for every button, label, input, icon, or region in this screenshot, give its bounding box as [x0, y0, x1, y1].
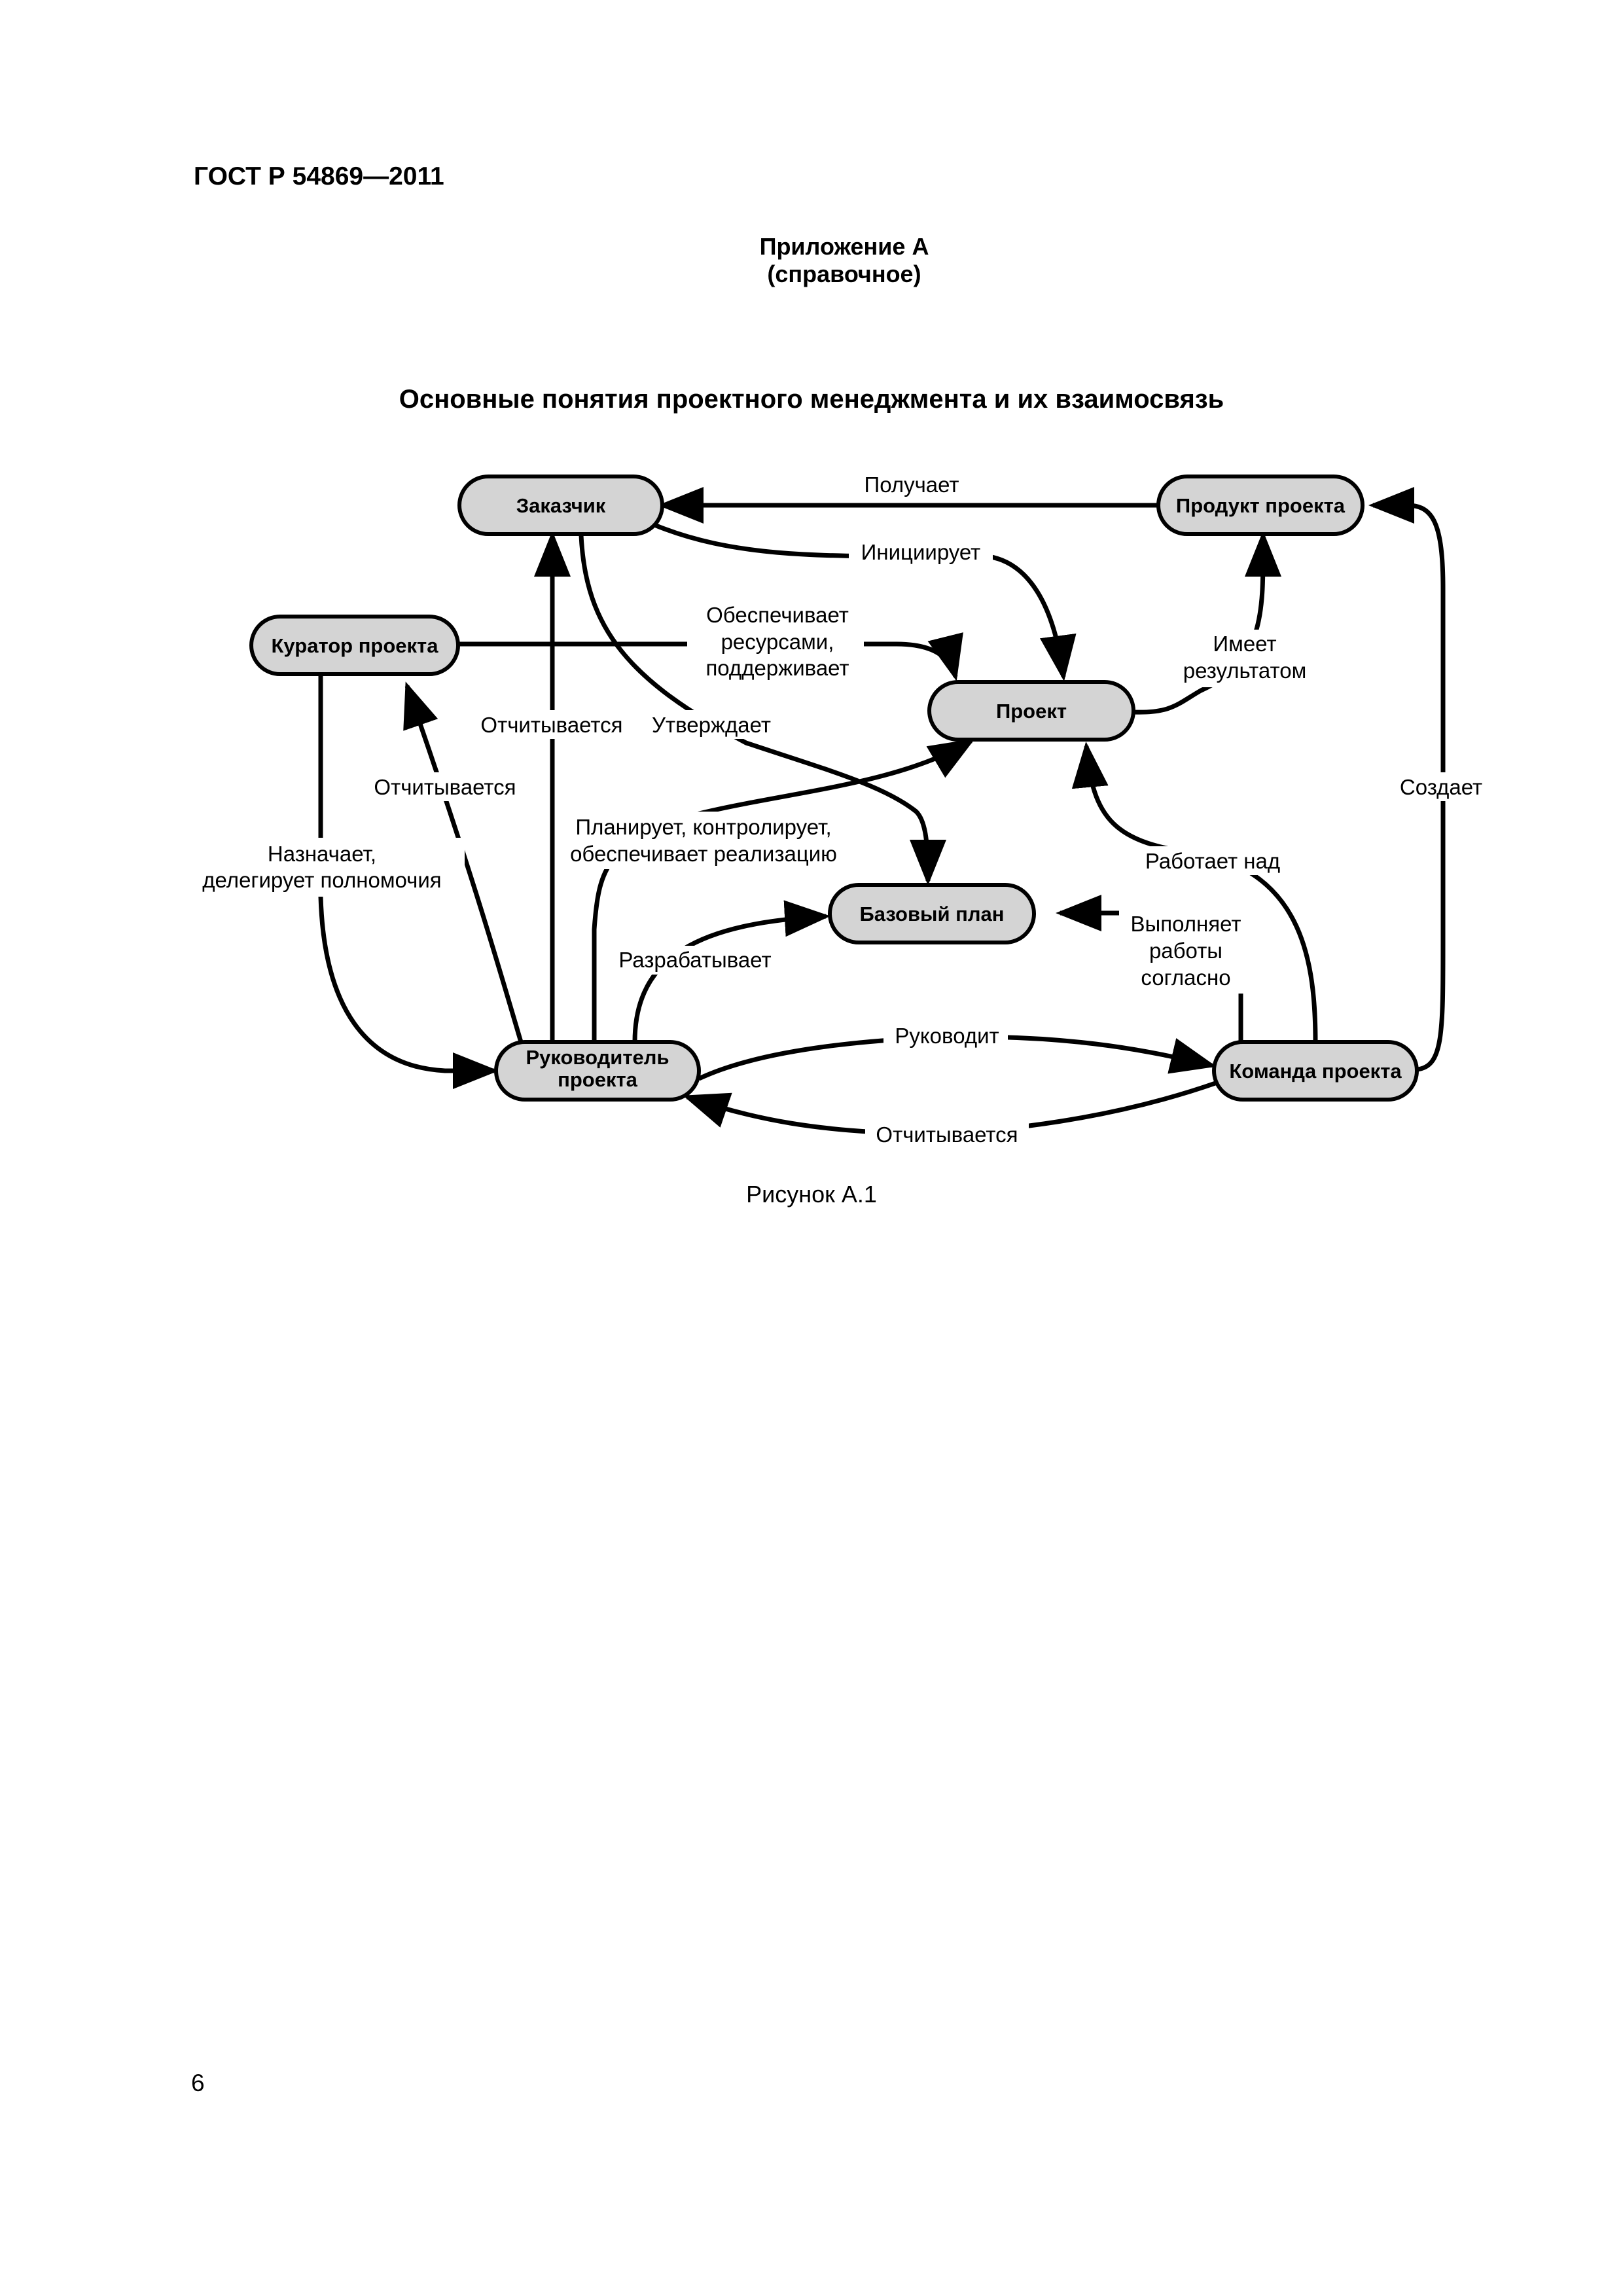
label-provides-3: поддерживает	[705, 656, 849, 680]
label-provides-1: Обеспечивает	[706, 603, 849, 627]
svg-text:Заказчик: Заказчик	[516, 494, 606, 517]
label-develops: Разрабатывает	[618, 948, 771, 972]
label-reports-customer: Отчитывается	[480, 713, 622, 737]
node-baseline: Базовый план	[828, 883, 1036, 944]
concept-diagram: Получает Инициирует Обеспечивает ресурса…	[190, 473, 1495, 1149]
node-customer: Заказчик	[457, 475, 664, 536]
node-product: Продукт проекта	[1156, 475, 1364, 536]
edge-team-works-on-project	[1071, 742, 1318, 1043]
label-plans-2: обеспечивает реализацию	[570, 842, 837, 866]
node-team: Команда проекта	[1212, 1040, 1419, 1102]
svg-text:Куратор проекта: Куратор проекта	[272, 634, 439, 657]
label-performs-1: Выполняет	[1131, 912, 1241, 936]
appendix-type: (справочное)	[767, 260, 921, 287]
document-code: ГОСТ Р 54869—2011	[194, 162, 444, 190]
edge-labels: Получает Инициирует Обеспечивает ресурса…	[190, 473, 1495, 1149]
svg-text:Базовый план: Базовый план	[859, 903, 1004, 925]
node-manager: Руководитель проекта	[494, 1040, 701, 1102]
label-assigns-1: Назначает,	[268, 842, 376, 866]
node-sponsor: Куратор проекта	[249, 615, 460, 676]
edge-customer-approves-baseline	[579, 535, 946, 886]
svg-text:проекта: проекта	[558, 1068, 638, 1091]
label-manages: Руководит	[895, 1024, 999, 1048]
page-number: 6	[191, 2070, 205, 2096]
node-project: Проект	[927, 680, 1135, 742]
label-plans-1: Планирует, контролирует,	[575, 815, 831, 839]
svg-text:Руководитель: Руководитель	[526, 1046, 669, 1069]
edge-sponsor-assigns-manager	[318, 673, 499, 1089]
label-initiates: Инициирует	[861, 540, 981, 564]
label-works-on: Работает над	[1145, 849, 1280, 873]
label-provides-2: ресурсами,	[721, 630, 834, 654]
edge-manager-develops-baseline	[632, 900, 830, 1043]
label-receives: Получает	[864, 473, 959, 497]
label-has-result-2: результатом	[1183, 658, 1307, 683]
label-has-result-1: Имеет	[1213, 632, 1276, 656]
edge-sponsor-provides-project	[458, 632, 963, 681]
svg-text:Проект: Проект	[996, 700, 1067, 723]
label-performs-2: работы	[1149, 939, 1222, 963]
svg-text:Команда проекта: Команда проекта	[1229, 1060, 1402, 1083]
label-approves: Утверждает	[652, 713, 771, 737]
label-creates: Создает	[1400, 775, 1482, 799]
figure-caption: Рисунок А.1	[746, 1181, 877, 1208]
label-performs-3: согласно	[1141, 965, 1230, 990]
edges	[318, 487, 1446, 1136]
label-reports-sponsor: Отчитывается	[374, 775, 516, 799]
edge-team-creates-product	[1368, 487, 1446, 1072]
label-assigns-2: делегирует полномочия	[202, 868, 441, 892]
label-reports-manager: Отчитывается	[876, 1122, 1018, 1147]
edge-manager-reports-sponsor	[403, 681, 524, 1043]
appendix-label: Приложение А	[759, 233, 929, 260]
figure-title: Основные понятия проектного менеджмента …	[399, 385, 1224, 414]
svg-text:Продукт проекта: Продукт проекта	[1176, 494, 1346, 517]
